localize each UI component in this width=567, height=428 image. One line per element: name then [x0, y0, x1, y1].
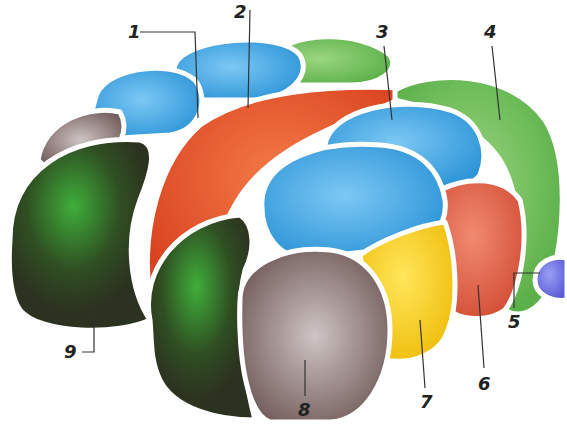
- leader-line: [304, 360, 305, 396]
- callout-number: 1: [128, 22, 141, 42]
- leader-line: [420, 320, 425, 388]
- leader-line: [478, 285, 484, 368]
- callout-number: 7: [420, 392, 433, 412]
- lobe: [240, 249, 390, 422]
- lobe: [535, 257, 567, 300]
- leader-line: [514, 273, 540, 308]
- leader-line: [492, 46, 500, 120]
- callout-number: 8: [298, 400, 311, 420]
- leader-line: [248, 10, 250, 108]
- callout-number: 2: [234, 2, 247, 22]
- callout-number: 3: [376, 22, 389, 42]
- leader-line: [384, 46, 392, 120]
- callout-number: 6: [478, 374, 491, 394]
- callout-number: 5: [508, 312, 521, 332]
- leader-line: [82, 318, 94, 352]
- lobe: [9, 140, 151, 331]
- leader-line: [140, 32, 198, 118]
- callout-number: 9: [64, 342, 77, 362]
- callout-number: 4: [484, 22, 497, 42]
